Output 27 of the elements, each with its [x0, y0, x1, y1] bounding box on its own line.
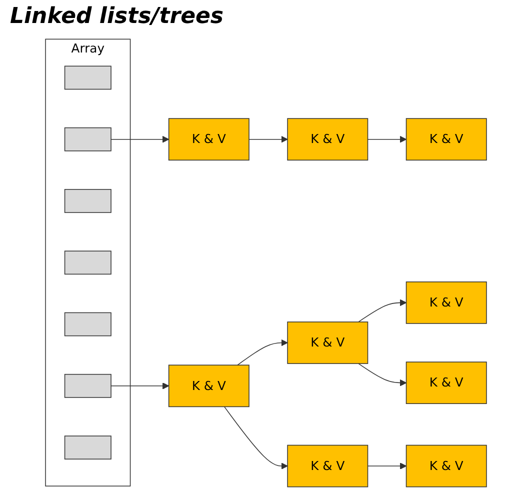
arrow: [237, 339, 288, 366]
node-box: K & V: [287, 444, 368, 488]
arrow: [367, 462, 407, 470]
node-box: [64, 312, 112, 336]
node-box: K & V: [406, 118, 487, 161]
node-box: K & V: [168, 118, 250, 161]
node-box: [64, 374, 112, 398]
node-box: K & V: [168, 364, 250, 408]
node-box: [64, 436, 112, 460]
node-box: [64, 189, 112, 213]
node-box: [64, 127, 112, 152]
arrow: [224, 406, 288, 470]
arrow: [358, 363, 407, 386]
arrow: [358, 299, 407, 322]
arrow: [248, 136, 288, 143]
node-box: K & V: [287, 118, 368, 161]
node-box: K & V: [406, 444, 487, 488]
node-box: [64, 66, 112, 90]
node-box: K & V: [406, 362, 487, 404]
node-box: K & V: [287, 322, 368, 364]
node-box: K & V: [406, 282, 487, 324]
arrow: [110, 382, 170, 390]
arrow: [367, 136, 407, 143]
heading-text: Linked lists/trees: [10, 4, 224, 29]
node-box: [64, 250, 112, 275]
cluster: Array: [45, 38, 131, 486]
arrow: [110, 136, 170, 143]
